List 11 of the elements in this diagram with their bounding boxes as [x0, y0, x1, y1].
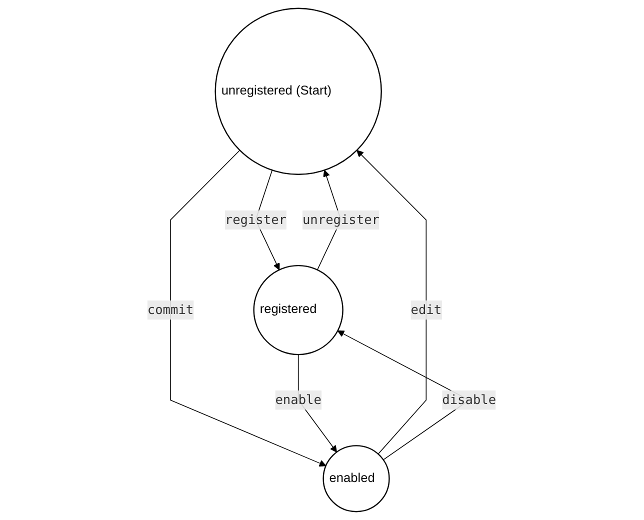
edge-label: unregister	[302, 212, 380, 228]
edge-label: edit	[411, 302, 442, 318]
edge-label: disable	[442, 392, 496, 408]
arrow	[170, 150, 326, 467]
arrow	[356, 150, 427, 454]
edge-label: commit	[148, 302, 194, 318]
node-circle: unregistered (Start)	[214, 8, 382, 175]
edge-label: register	[225, 212, 287, 228]
edge-label: enable	[275, 392, 322, 408]
node-circle: enabled	[322, 445, 390, 512]
node-circle: registered	[254, 264, 344, 356]
